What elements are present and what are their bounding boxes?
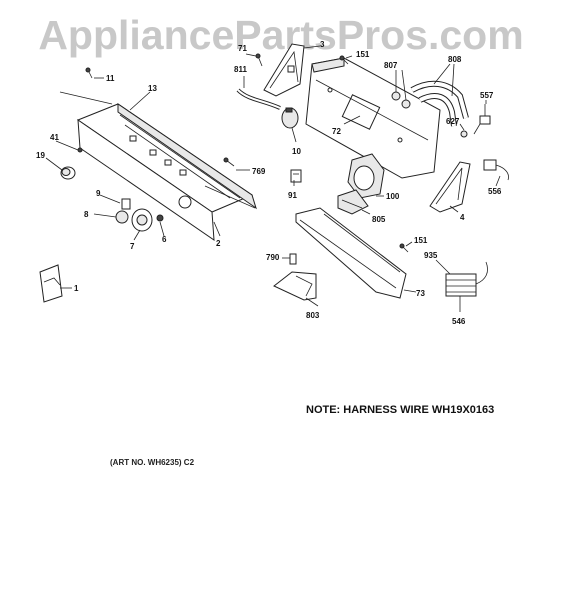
callout-811: 811 (234, 65, 247, 74)
callout-557: 557 (480, 91, 494, 100)
callout-808: 808 (448, 55, 462, 64)
screw-11 (85, 67, 93, 79)
screw-769 (223, 157, 235, 167)
part-805 (337, 189, 369, 215)
screw-151-lower (399, 243, 409, 253)
callout-1: 1 (74, 284, 79, 293)
callout-labels: 11 13 41 19 9 8 7 6 2 769 1 71 811 3 151… (36, 40, 502, 326)
watermark-text: AppliancePartsPros.com (38, 12, 524, 58)
callout-91: 91 (288, 191, 297, 200)
art-number: (ART NO. WH6235) C2 (110, 458, 195, 467)
part-91 (290, 169, 302, 183)
callout-100: 100 (386, 192, 400, 201)
callout-2: 2 (216, 239, 221, 248)
knob-19 (60, 166, 76, 180)
part-556 (483, 159, 509, 181)
callout-151-top: 151 (356, 50, 370, 59)
part-8 (115, 210, 129, 224)
bracket-73 (295, 207, 407, 299)
manual-1 (39, 264, 63, 303)
bracket-3 (263, 43, 305, 97)
callout-71: 71 (238, 44, 247, 53)
screw-71 (255, 53, 263, 67)
callout-9: 9 (96, 189, 101, 198)
callout-8: 8 (84, 210, 89, 219)
hose-811 (236, 88, 281, 110)
callout-3: 3 (320, 40, 325, 49)
callout-6: 6 (162, 235, 167, 244)
switch-10 (281, 107, 299, 129)
callout-803: 803 (306, 311, 320, 320)
callout-805: 805 (372, 215, 386, 224)
sensor-557 (473, 104, 491, 135)
timer-100 (347, 153, 385, 199)
leader-lines (45, 45, 501, 312)
callout-11: 11 (106, 74, 115, 83)
screw-151-top (339, 55, 349, 65)
callout-19: 19 (36, 151, 45, 160)
part-790 (289, 253, 297, 265)
callout-4: 4 (460, 213, 465, 222)
part-627 (460, 130, 468, 138)
callout-790: 790 (266, 253, 280, 262)
callout-72: 72 (332, 127, 341, 136)
harness-note: NOTE: HARNESS WIRE WH19X0163 (306, 404, 495, 416)
callout-935: 935 (424, 251, 438, 260)
part-41 (77, 147, 83, 153)
part-7-knob (131, 208, 153, 232)
console-panel (59, 91, 257, 241)
callout-807: 807 (384, 61, 398, 70)
bracket-4 (429, 161, 471, 213)
part-6 (156, 214, 164, 222)
callout-556: 556 (488, 187, 502, 196)
fitting-807 (391, 91, 411, 109)
callout-546: 546 (452, 317, 466, 326)
callout-10: 10 (292, 147, 301, 156)
callout-769: 769 (252, 167, 266, 176)
part-9 (121, 198, 131, 210)
hose-808 (410, 80, 469, 127)
callout-73: 73 (416, 289, 425, 298)
callout-7: 7 (130, 242, 135, 251)
callout-41: 41 (50, 133, 59, 142)
callout-151-lower: 151 (414, 236, 428, 245)
callout-13: 13 (148, 84, 157, 93)
part-803 (273, 271, 317, 301)
callout-627: 627 (446, 117, 460, 126)
harness-546 (445, 261, 488, 297)
